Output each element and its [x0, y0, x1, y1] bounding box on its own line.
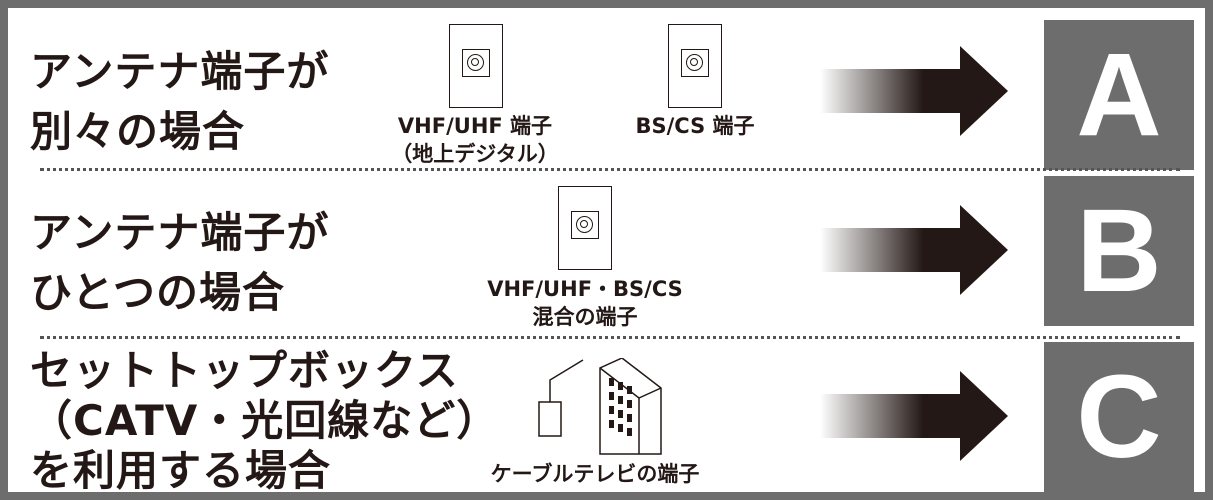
cable-tv-terminal-caption: ケーブルテレビの端子 — [490, 462, 700, 486]
row-a-label-line2: 別々の場合 — [30, 107, 246, 156]
vhf-uhf-caption-line1: VHF/UHF 端子 — [397, 114, 553, 138]
vhf-uhf-terminal-icon — [449, 24, 503, 108]
row-a-label-line1: アンテナ端子が — [30, 47, 330, 96]
row-c-label: セットトップボックス （CATV・光回線など） を利用する場合 — [30, 346, 499, 496]
row-b-label-line1: アンテナ端子が — [30, 208, 330, 257]
box-c: C — [1044, 342, 1194, 492]
row-c-label-line3: を利用する場合 — [30, 446, 332, 495]
gradient-arrow-icon-c — [820, 371, 1008, 461]
mixed-caption-line1: VHF/UHF・BS/CS — [487, 277, 683, 301]
gradient-arrow-icon-b — [820, 205, 1008, 295]
bs-cs-terminal-icon — [668, 24, 722, 108]
cable-tv-building-icon — [538, 358, 662, 455]
divider-1 — [40, 168, 1180, 171]
gradient-arrow-icon-a — [820, 46, 1008, 136]
row-b-label: アンテナ端子が ひとつの場合 — [30, 203, 329, 323]
row-c-label-line2: （CATV・光回線など） — [30, 396, 500, 445]
row-b-label-line2: ひとつの場合 — [30, 268, 286, 317]
row-c-label-line1: セットトップボックス — [30, 346, 459, 395]
box-a: A — [1044, 20, 1194, 170]
divider-2 — [40, 336, 1180, 339]
row-a-label: アンテナ端子が 別々の場合 — [30, 42, 329, 162]
mixed-terminal-caption: VHF/UHF・BS/CS 混合の端子 — [465, 275, 705, 331]
vhf-uhf-caption-line2: （地上デジタル） — [391, 142, 559, 166]
vhf-uhf-terminal-caption: VHF/UHF 端子 （地上デジタル） — [370, 112, 580, 168]
mixed-caption-line2: 混合の端子 — [532, 305, 638, 329]
bs-cs-terminal-caption: BS/CS 端子 — [635, 114, 755, 138]
mixed-terminal-icon — [558, 186, 612, 270]
box-b: B — [1044, 176, 1194, 326]
